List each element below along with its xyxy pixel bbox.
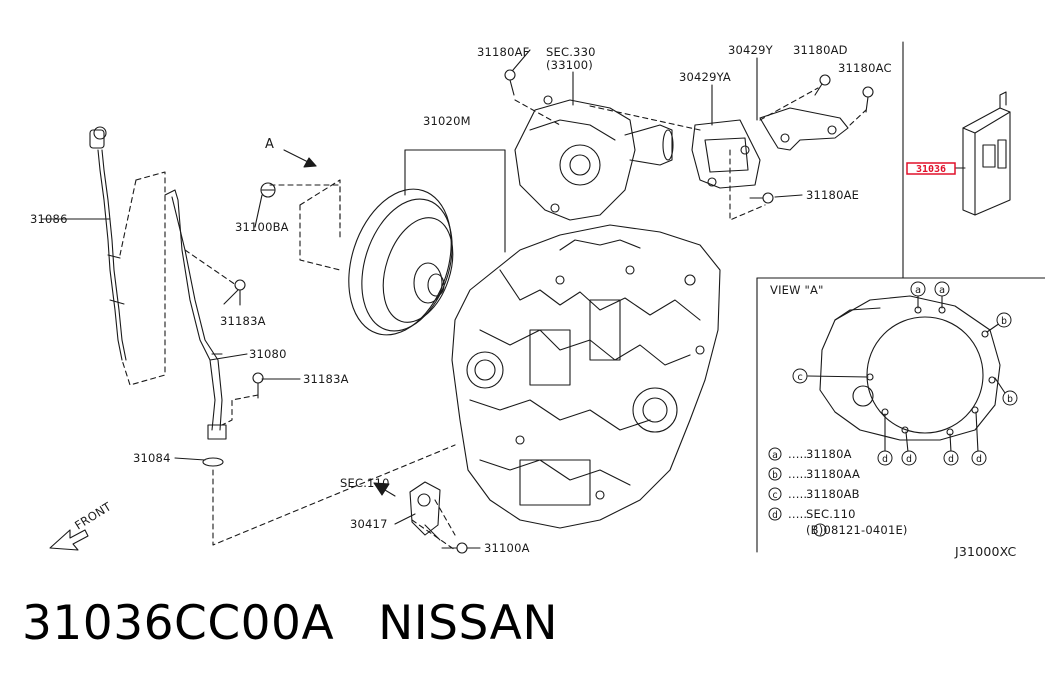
svg-text:d: d	[976, 454, 982, 465]
filler-tube	[164, 189, 227, 467]
svg-text:31180A: 31180A	[806, 447, 852, 461]
label-diagram-code: J31000XC	[954, 544, 1017, 559]
label-view-a: VIEW "A"	[770, 283, 824, 297]
bracket-30429y	[759, 107, 849, 151]
label-31180af: 31180AF	[477, 45, 529, 59]
leader-lines	[41, 49, 803, 549]
label-arrow-a: A	[265, 137, 274, 152]
label-31086: 31086	[30, 212, 68, 226]
caption-brand: NISSAN	[378, 596, 558, 651]
label-31180ac: 31180AC	[838, 61, 892, 75]
label-30429y: 30429Y	[728, 43, 774, 57]
bracket-30417	[409, 481, 441, 541]
label-31080: 31080	[249, 347, 287, 361]
view-callouts	[768, 281, 1018, 537]
legend: a ..... 31180A b ..... 31180AA c ..... 3…	[772, 447, 907, 537]
svg-text:31036: 31036	[916, 164, 946, 175]
control-module	[954, 91, 1011, 216]
svg-text:d: d	[772, 510, 778, 521]
label-30417: 30417	[350, 517, 388, 531]
callout-letters: a a b b c d d d d	[797, 285, 1013, 465]
view-a-plate	[807, 295, 1006, 453]
label-sec330-sub: (33100)	[546, 58, 593, 72]
part-labels: 31180AF SEC.330 (33100) 30429Y 31180AD 3…	[30, 43, 1017, 559]
svg-text:SEC.110: SEC.110	[806, 507, 856, 521]
legend-a: .....	[788, 447, 807, 461]
svg-text:31180AA: 31180AA	[806, 467, 860, 481]
label-31180ad: 31180AD	[793, 43, 848, 57]
svg-text:.....: .....	[788, 467, 807, 481]
svg-text:(B)08121-0401E): (B)08121-0401E)	[806, 523, 908, 537]
label-sec330: SEC.330	[546, 45, 596, 59]
label-front: FRONT	[72, 499, 114, 533]
svg-text:d: d	[948, 454, 954, 465]
label-31020m: 31020M	[423, 114, 471, 128]
label-31100a: 31100A	[484, 541, 530, 555]
svg-text:d: d	[882, 454, 888, 465]
highlighted-part[interactable]: 31036	[906, 162, 956, 175]
dashed-lines	[119, 87, 867, 551]
caption-part-number: 31036CC00A	[22, 596, 335, 651]
svg-text:.....: .....	[788, 507, 807, 521]
bracket-30429ya	[691, 119, 761, 189]
svg-text:a: a	[772, 450, 778, 461]
label-31084: 31084	[133, 451, 171, 465]
svg-text:b: b	[1007, 394, 1013, 405]
caption: 31036CC00A NISSAN	[22, 596, 558, 651]
svg-text:b: b	[1001, 316, 1007, 327]
front-arrow	[49, 529, 89, 551]
svg-text:a: a	[915, 285, 921, 296]
svg-text:.....: .....	[788, 487, 807, 501]
svg-text:c: c	[772, 490, 778, 501]
svg-text:a: a	[939, 285, 945, 296]
label-31180ae: 31180AE	[806, 188, 859, 202]
label-30429ya: 30429YA	[679, 70, 731, 84]
label-sec110: SEC.110	[340, 476, 390, 490]
label-31100ba: 31100BA	[235, 220, 289, 234]
transfer-unit	[514, 95, 674, 221]
dipstick	[89, 126, 127, 361]
svg-text:b: b	[772, 470, 778, 481]
svg-text:31180AB: 31180AB	[806, 487, 860, 501]
torque-converter	[348, 188, 454, 336]
parts-diagram: a a b b c d d d d 31180AF SEC.330 (33100…	[30, 41, 1045, 559]
label-31183a-1: 31183A	[220, 314, 266, 328]
svg-text:c: c	[797, 372, 803, 383]
transmission-case	[451, 224, 721, 529]
label-31183a-2: 31183A	[303, 372, 349, 386]
svg-text:d: d	[906, 454, 912, 465]
